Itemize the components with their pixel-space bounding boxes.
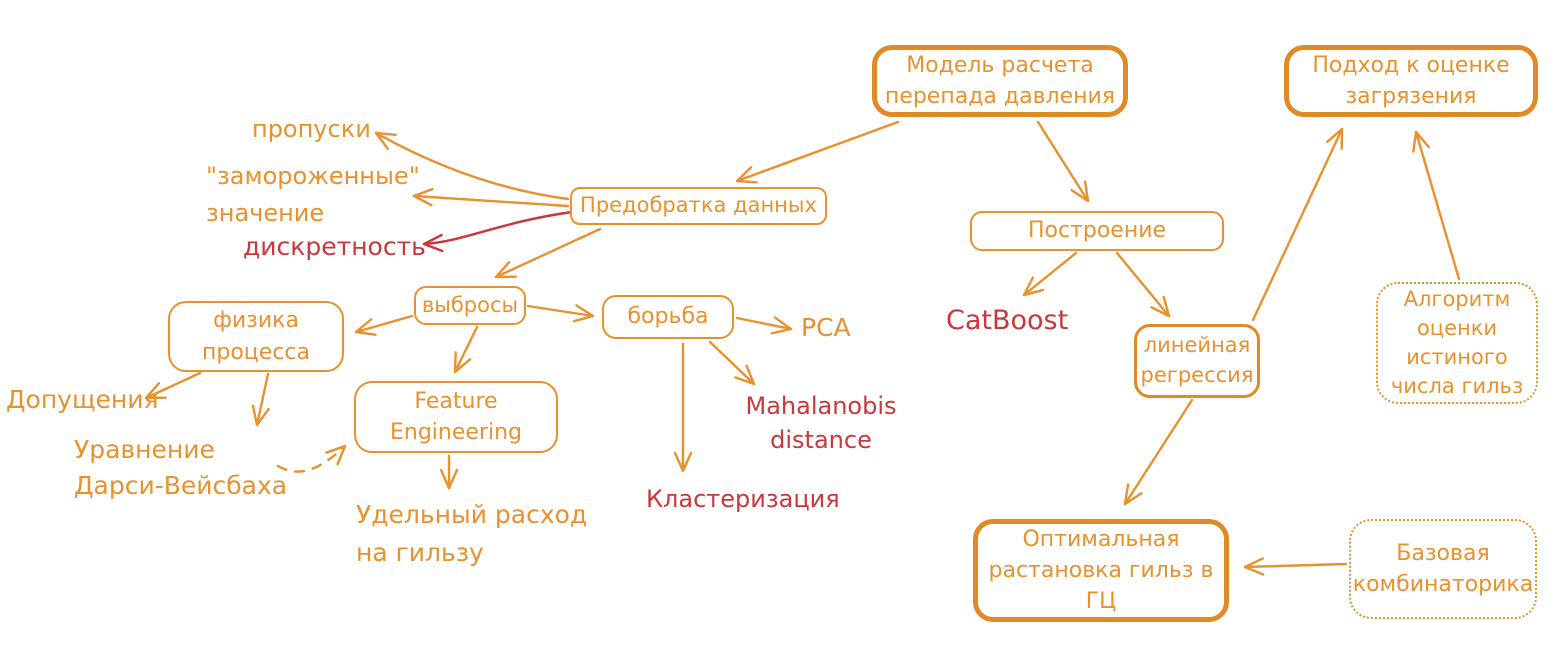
arrow-physics-to-darcy <box>251 372 270 427</box>
label-darcy-weisbach: Уравнение Дарси-Вейсбаха <box>74 435 288 501</box>
label-pca: PCA <box>801 313 851 342</box>
arrow-darcy-to-feature-engineering <box>276 444 347 473</box>
arrow-fight-to-pca <box>735 316 793 335</box>
node-building: Построение <box>970 211 1224 251</box>
arrow-model-to-preprocessing <box>735 120 900 184</box>
node-model: Модель расчета перепада давления <box>872 45 1128 117</box>
node-preprocessing: Предобратка данных <box>570 187 827 225</box>
arrow-preprocessing-to-frozen <box>412 187 570 208</box>
arrow-outliers-to-fight <box>526 304 595 323</box>
arrow-algorithm-to-pollution <box>1412 130 1461 281</box>
arrow-physics-to-assumptions <box>144 371 202 400</box>
node-linear-regression: линейная регрессия <box>1134 324 1260 398</box>
node-optimal-arrangement: Оптимальная растановка гильз в ГЦ <box>973 519 1229 622</box>
node-combinatorics: Базовая комбинаторика <box>1349 519 1537 619</box>
node-liner-count-algorithm: Алгоритм оценки истиного числа гильз <box>1376 282 1538 404</box>
node-pollution: Подход к оценке загрязения <box>1284 45 1538 117</box>
node-physics: физика процесса <box>168 301 344 372</box>
arrow-fight-to-mahalanobis <box>708 340 756 386</box>
arrow-model-to-building <box>1036 120 1090 203</box>
label-gaps: пропуски <box>252 115 371 143</box>
arrow-combinatorics-to-optimal <box>1243 557 1348 576</box>
label-specific-flow: Удельный расход на гильзу <box>356 500 588 567</box>
arrow-linear-regression-to-pollution <box>1251 127 1344 322</box>
arrow-outliers-to-feature-engineering <box>453 325 479 374</box>
arrow-linear-regression-to-optimal <box>1123 398 1194 506</box>
node-fight: борьба <box>602 295 734 339</box>
label-discreteness: дискретность <box>243 232 426 261</box>
arrow-outliers-to-physics <box>354 314 414 336</box>
arrow-preprocessing-to-discreteness <box>422 210 574 253</box>
arrow-preprocessing-to-outliers <box>494 227 602 279</box>
arrow-building-to-catboost <box>1022 251 1078 297</box>
label-catboost: CatBoost <box>946 305 1069 336</box>
node-feature-engineering: Feature Engineering <box>354 381 558 453</box>
arrow-preprocessing-to-gaps <box>374 131 570 201</box>
label-frozen-values: "замороженные" значение <box>206 162 420 228</box>
arrow-building-to-linear-regression <box>1115 251 1171 318</box>
label-assumptions: Допущения <box>6 385 159 414</box>
label-clustering: Кластеризация <box>646 485 840 513</box>
node-outliers: выбросы <box>414 286 526 325</box>
label-mahalanobis: Mahalanobis distance <box>745 392 897 454</box>
